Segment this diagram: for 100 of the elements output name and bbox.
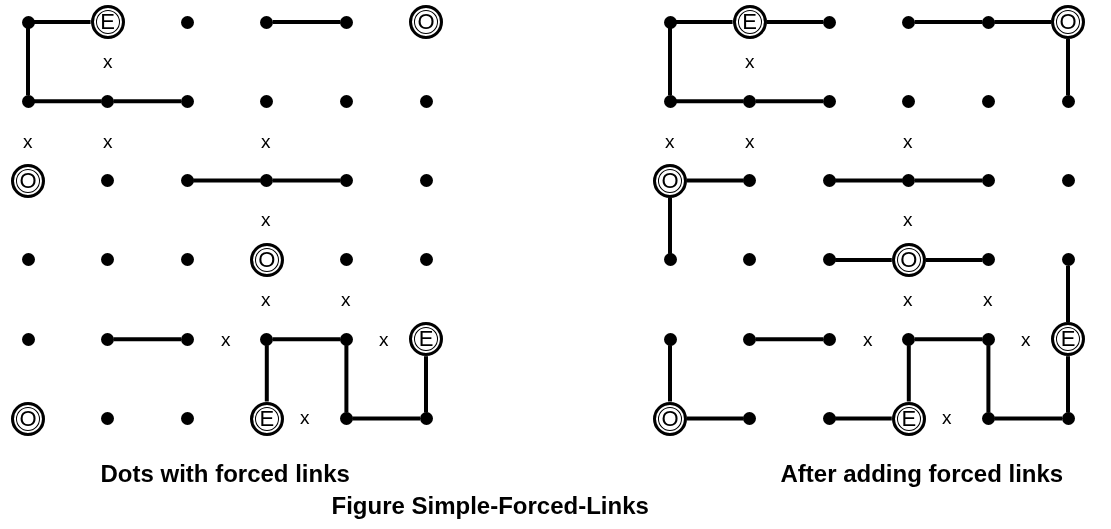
- grid-dot: [743, 174, 757, 188]
- grid-dot: [101, 94, 115, 108]
- grid-dot: [180, 253, 194, 267]
- grid-dot: [663, 15, 677, 29]
- link-line: [986, 345, 991, 413]
- link-line: [26, 28, 30, 96]
- link-line: [755, 337, 824, 342]
- grid-dot: [180, 174, 194, 188]
- grid-dot: [260, 15, 274, 29]
- cross-mark: x: [103, 131, 113, 153]
- grid-dot: [1061, 94, 1075, 108]
- link-line: [676, 99, 744, 104]
- circled-letter: O: [891, 242, 926, 277]
- grid-dot: [339, 15, 353, 29]
- grid-dot: [981, 332, 995, 346]
- grid-dot: [419, 253, 433, 267]
- link-line: [755, 99, 824, 104]
- grid-dot: [101, 174, 115, 188]
- grid-dot: [981, 412, 995, 425]
- link-line: [687, 178, 744, 183]
- grid-dot: [822, 412, 836, 425]
- grid-dot: [822, 174, 836, 188]
- cross-mark: x: [903, 131, 913, 153]
- grid-dot: [743, 94, 757, 108]
- link-line: [914, 178, 983, 183]
- grid-dot: [339, 332, 353, 346]
- grid-dot: [822, 253, 836, 267]
- link-line: [113, 99, 182, 104]
- cross-mark: x: [379, 329, 389, 351]
- cross-mark: x: [261, 289, 271, 311]
- grid-dot: [902, 174, 916, 188]
- grid-dot: [21, 15, 35, 29]
- circled-letter: E: [249, 401, 284, 436]
- grid-dot: [981, 253, 995, 267]
- link-line: [1066, 265, 1070, 323]
- grid-dot: [981, 94, 995, 108]
- grid-dot: [902, 15, 916, 29]
- grid-dot: [1061, 412, 1075, 425]
- link-line: [344, 345, 349, 413]
- link-line: [1066, 356, 1070, 413]
- grid-dot: [743, 412, 757, 425]
- grid-dot: [339, 174, 353, 188]
- grid-dot: [260, 94, 274, 108]
- cross-mark: x: [863, 329, 873, 351]
- grid-dot: [180, 94, 194, 108]
- grid-dot: [822, 332, 836, 346]
- link-line: [835, 416, 892, 421]
- grid-dot: [419, 412, 433, 425]
- link-line: [994, 416, 1062, 421]
- link-line: [113, 337, 182, 342]
- cross-mark: x: [903, 289, 913, 311]
- circled-letter: E: [732, 5, 767, 39]
- cross-mark: x: [942, 407, 952, 429]
- grid-dot: [260, 174, 274, 188]
- circled-letter: E: [1051, 322, 1085, 357]
- link-line: [835, 257, 892, 262]
- panel-caption: After adding forced links: [780, 460, 1064, 488]
- grid-dot: [419, 174, 433, 188]
- link-line: [676, 20, 733, 24]
- cross-mark: x: [903, 209, 913, 231]
- cross-mark: x: [300, 407, 310, 429]
- cross-mark: x: [261, 131, 271, 153]
- link-line: [34, 99, 102, 104]
- grid-dot: [822, 94, 836, 108]
- grid-dot: [180, 412, 194, 425]
- link-line: [668, 197, 672, 254]
- cross-mark: x: [221, 329, 231, 351]
- figure-caption: Figure Simple-Forced-Links: [331, 492, 649, 520]
- link-line: [264, 345, 269, 402]
- cross-mark: x: [23, 131, 33, 153]
- link-line: [766, 20, 824, 24]
- circled-letter: E: [891, 401, 926, 436]
- link-line: [906, 345, 911, 402]
- grid-dot: [101, 253, 115, 267]
- grid-dot: [743, 332, 757, 346]
- circled-letter: O: [653, 163, 687, 198]
- link-line: [193, 178, 261, 183]
- grid-dot: [981, 174, 995, 188]
- cross-mark: x: [745, 131, 755, 153]
- grid-dot: [902, 332, 916, 346]
- grid-dot: [339, 412, 353, 425]
- grid-dot: [1061, 174, 1075, 188]
- panel-caption: Dots with forced links: [100, 460, 350, 488]
- link-line: [272, 20, 341, 24]
- grid-dot: [663, 253, 677, 267]
- circled-letter: E: [409, 322, 443, 357]
- link-line: [994, 20, 1051, 24]
- cross-mark: x: [1021, 329, 1031, 351]
- cross-mark: x: [341, 289, 351, 311]
- grid-dot: [101, 332, 115, 346]
- grid-dot: [21, 332, 35, 346]
- grid-dot: [663, 94, 677, 108]
- grid-dot: [419, 94, 433, 108]
- cross-mark: x: [745, 51, 755, 73]
- circled-letter: O: [1051, 5, 1085, 39]
- link-line: [925, 257, 983, 262]
- link-line: [668, 345, 672, 402]
- link-line: [34, 20, 91, 24]
- grid-dot: [180, 332, 194, 346]
- link-line: [424, 356, 428, 413]
